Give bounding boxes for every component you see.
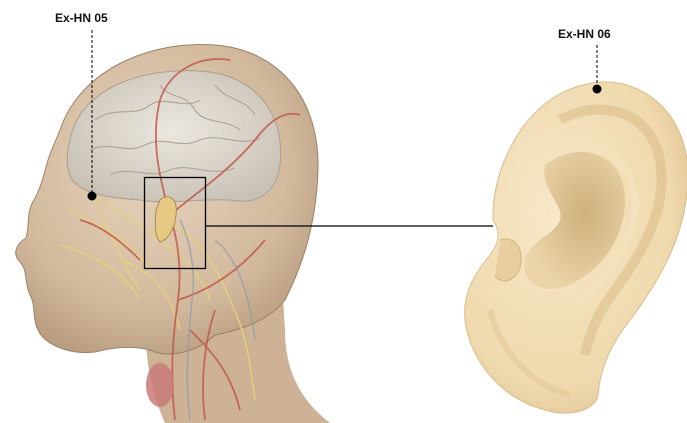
point-marker-ex-hn-05 [88, 192, 97, 201]
enlarged-ear-illustration [465, 82, 687, 413]
point-label-ex-hn-06: Ex-HN 06 [558, 27, 611, 41]
point-marker-ex-hn-06 [593, 85, 602, 94]
point-label-ex-hn-05: Ex-HN 05 [55, 11, 108, 25]
thyroid-shape [146, 363, 174, 407]
head-anatomy-illustration [16, 44, 330, 423]
